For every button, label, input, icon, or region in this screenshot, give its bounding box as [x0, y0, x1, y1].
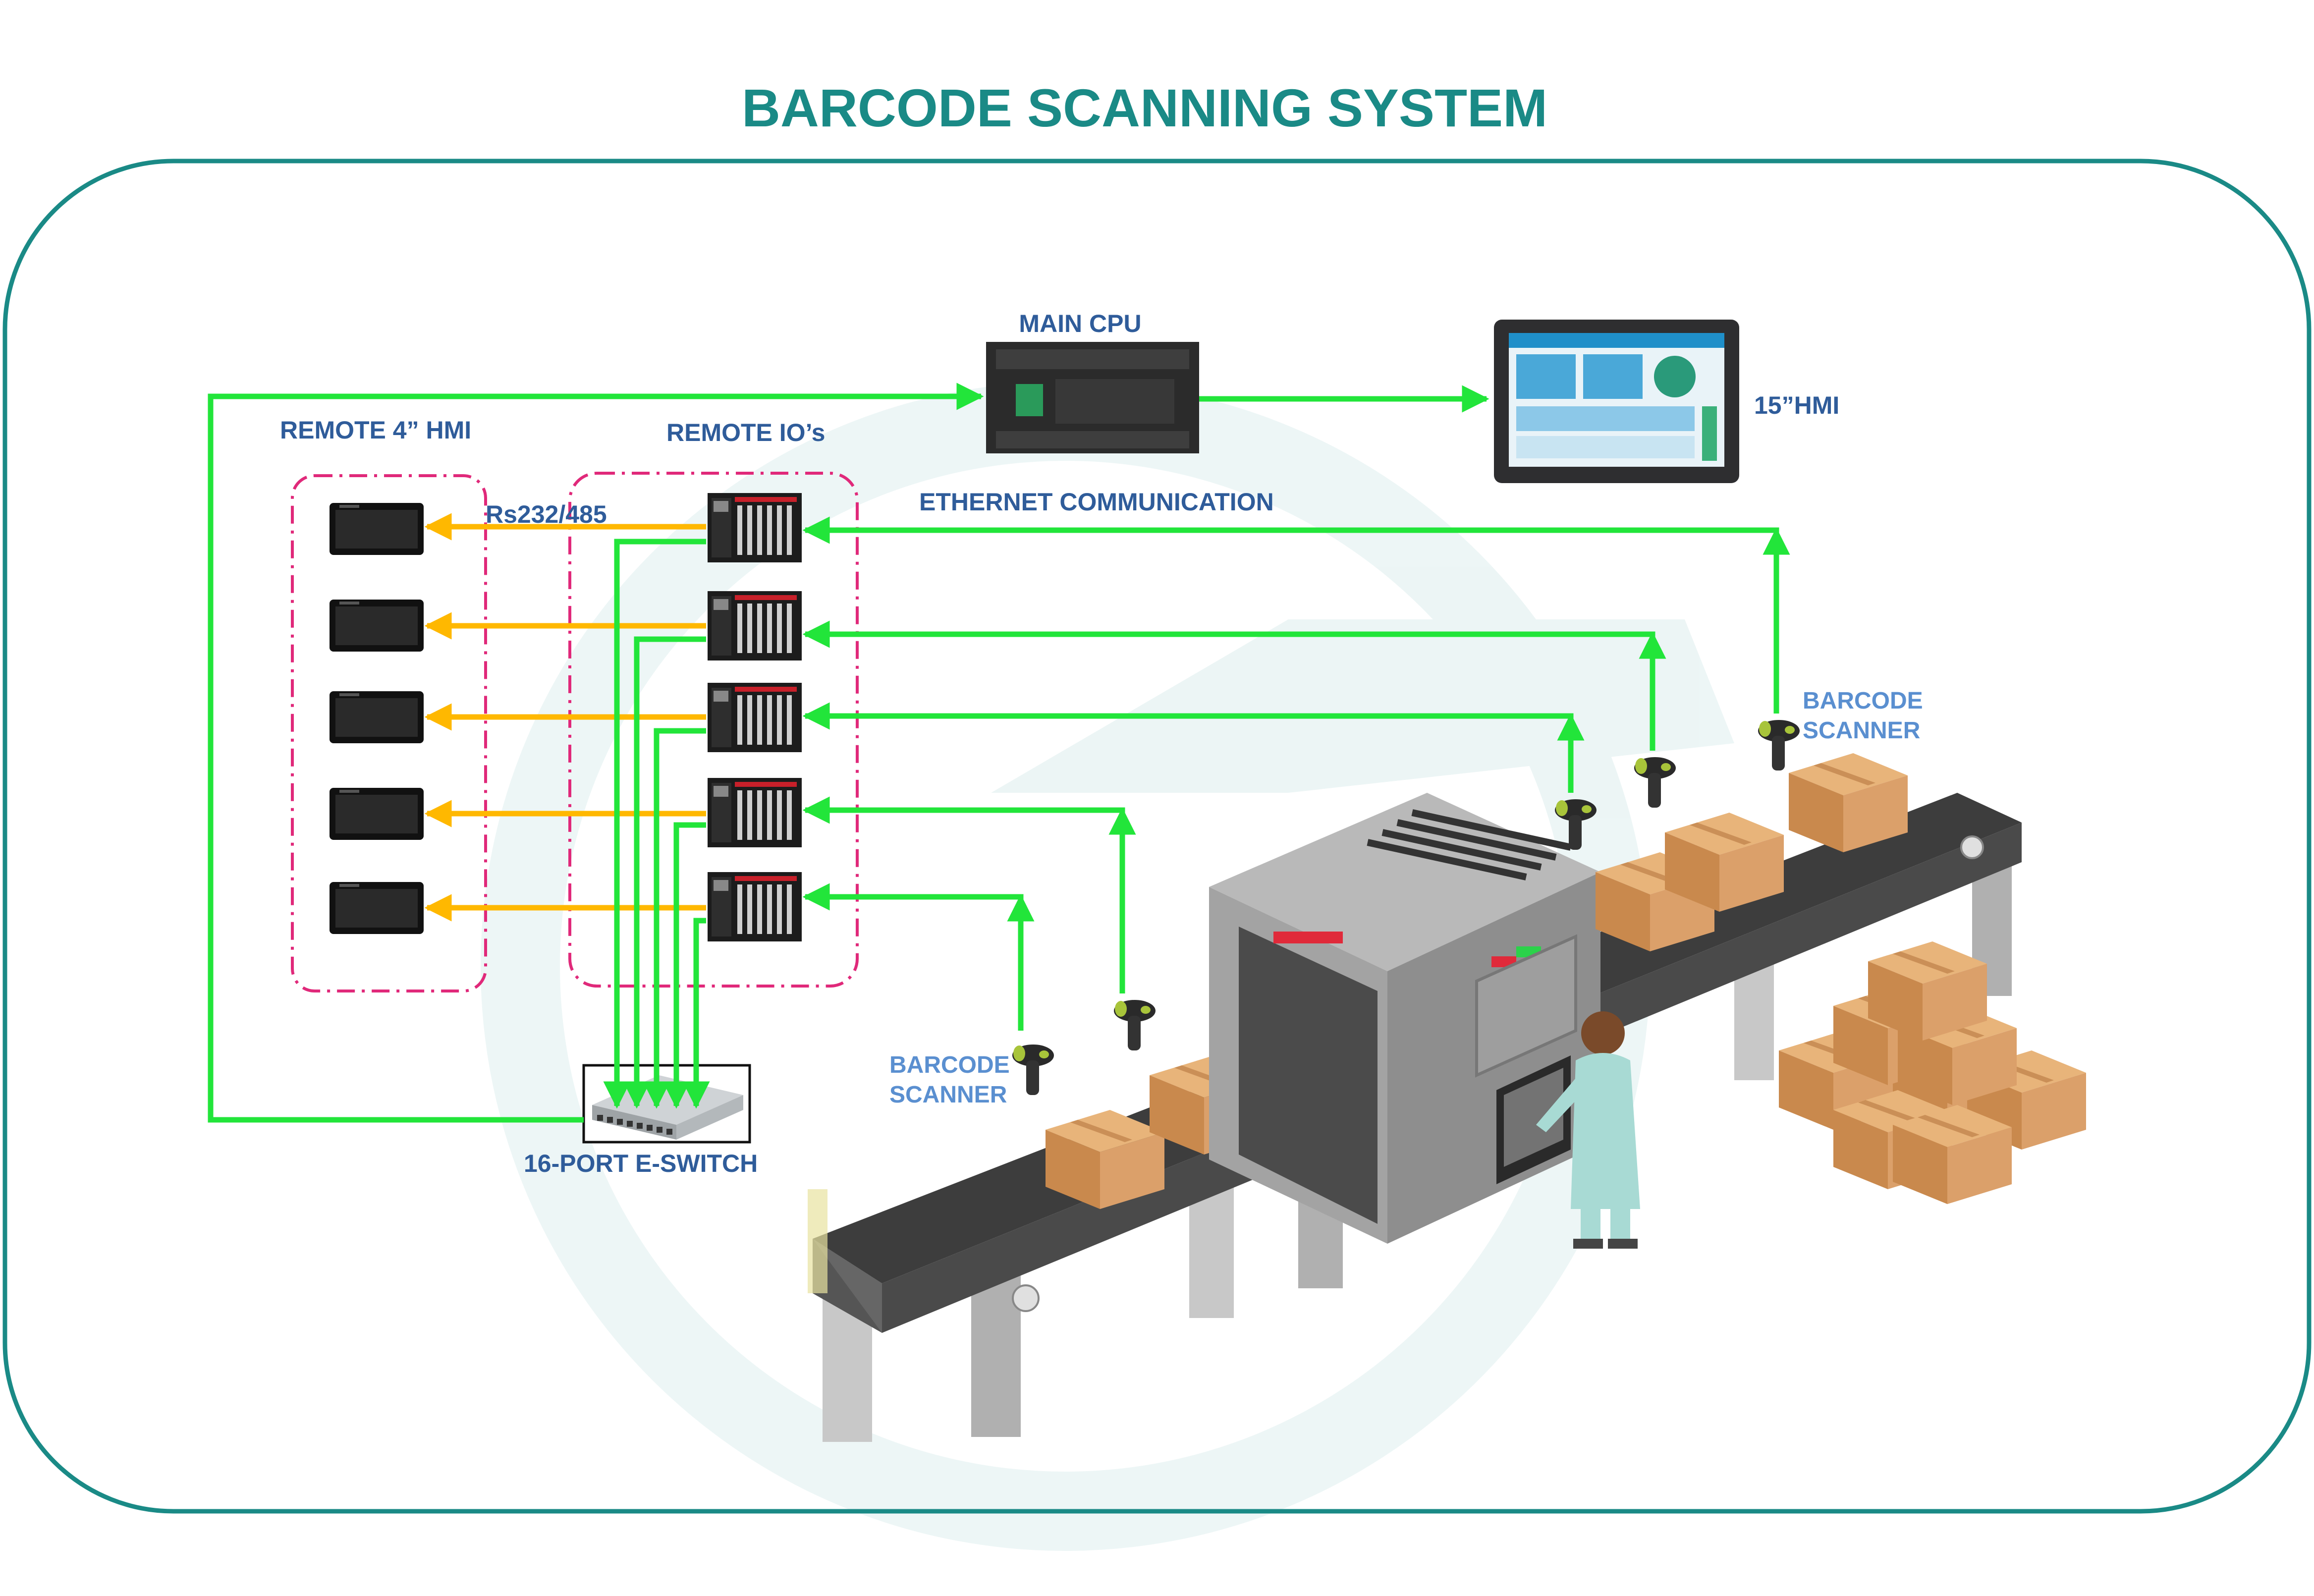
operator-icon [1536, 1011, 1640, 1249]
hmi-15-icon [1494, 320, 1739, 483]
hmi-4-icon [330, 882, 424, 934]
barcode-scanner-icon [1758, 720, 1800, 770]
remote-io-icon [708, 872, 802, 941]
remote-hmi-label: REMOTE 4” HMI [280, 416, 471, 444]
rs-protocol-label: Rs232/485 [486, 500, 607, 528]
ethernet-links [208, 383, 1790, 1123]
remote-io-icon [708, 683, 802, 752]
serial-links [424, 513, 706, 922]
remote-io-icon [708, 591, 802, 660]
carton-box-icon [1789, 753, 1908, 852]
scanner-label-left-line2: SCANNER [889, 1082, 1007, 1108]
remote-io-label: REMOTE IO’s [666, 419, 825, 446]
barcode-scanner-icon [1634, 757, 1676, 808]
barcode-scanner-icon [1012, 1045, 1054, 1095]
remote-io-icon [708, 778, 802, 847]
ethernet-label: ETHERNET COMMUNICATION [919, 488, 1274, 516]
remote-io-icon [708, 493, 802, 562]
remote-hmi-border [291, 474, 487, 992]
hmi-4-icon [330, 691, 424, 743]
barcode-scanner-icon [1114, 1000, 1156, 1050]
switch-label: 16-PORT E-SWITCH [524, 1150, 758, 1177]
remote-hmi-group [330, 503, 424, 934]
hmi-4-icon [330, 503, 424, 555]
hmi-4-icon [330, 600, 424, 652]
plc-cpu-icon [986, 342, 1199, 453]
xray-scanner-icon [1209, 793, 1600, 1244]
scanner-label-right-line2: SCANNER [1803, 717, 1920, 744]
scanner-label-left-line1: BARCODE [889, 1052, 1010, 1078]
hmi-4-icon [330, 788, 424, 840]
page-title: BARCODE SCANNING SYSTEM [742, 78, 1547, 138]
remote-io-group [708, 493, 802, 941]
scanner-label-right-line1: BARCODE [1803, 688, 1923, 714]
remote-io-border [568, 472, 859, 988]
system-frame [2, 159, 2312, 1514]
main-cpu-label: MAIN CPU [1019, 310, 1141, 337]
hmi-15-label: 15”HMI [1754, 391, 1839, 419]
box-stack [1779, 941, 2086, 1204]
ethernet-switch-icon [582, 1064, 751, 1144]
